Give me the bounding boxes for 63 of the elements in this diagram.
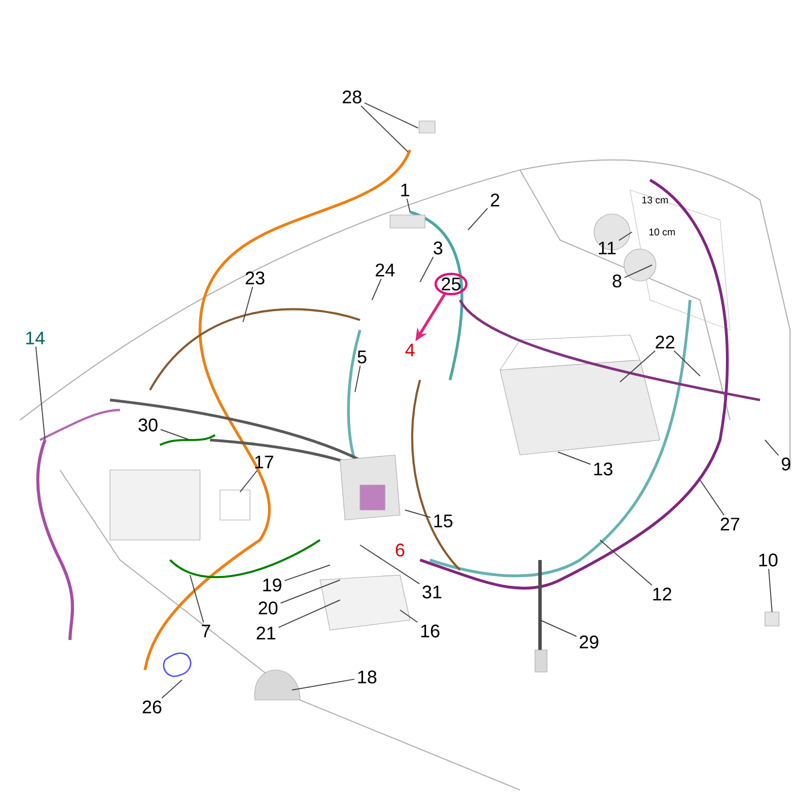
leader-line [406,198,410,212]
callout-number: 13 [594,462,612,476]
leader-line [768,568,772,612]
leader-line [292,678,355,690]
callout-number: 3 [434,242,442,254]
callout-number: 30 [138,418,158,432]
callout-number: 20 [258,602,278,614]
leader-line [700,480,725,516]
leader-line [364,102,418,128]
callout-number: 9 [782,458,790,470]
leader-line [420,256,434,282]
callout-number: 17 [255,456,274,468]
dimension-label: 10 cm [649,228,675,236]
callout-number: 19 [263,578,282,592]
callout-number: 16 [421,624,440,638]
circled-callout-number: 25 [434,272,468,296]
callout-number: 2 [490,194,500,206]
callout-number: 21 [256,626,276,640]
callout-number: 1 [401,184,410,196]
callout-number: 8 [612,274,622,288]
leader-line [404,510,431,518]
callout-number: 23 [246,272,264,284]
callout-number: 26 [142,700,162,714]
leader-line [360,544,420,584]
callout-number: 29 [580,636,598,648]
leader-line [278,600,340,628]
leader-line [240,470,258,492]
callout-number: 10 [759,554,778,566]
callout-number: 6 [396,544,404,556]
leader-line [190,574,204,623]
leader-line [242,286,254,322]
dimension-label: 13 cm [642,196,668,204]
leader-line [400,610,418,623]
leader-line [161,680,182,699]
callout-number: 5 [358,350,366,364]
leader-line [372,278,382,300]
leader-line [764,440,780,456]
callout-number: 27 [720,518,740,530]
leader-line [160,429,190,440]
leader-line [620,350,656,382]
callout-number: 24 [376,264,395,276]
leader-line [558,452,591,465]
leader-line [284,564,330,582]
leader-line [35,346,46,440]
leader-line [354,365,361,392]
callout-number: 11 [598,242,616,254]
leader-line [360,105,408,152]
callout-number: 18 [358,670,376,684]
callout-number: 4 [405,344,415,356]
callout-number: 12 [653,588,672,600]
leader-line [618,232,632,241]
callout-number: 14 [26,332,45,344]
leader-line [674,350,700,376]
leader-line [468,208,488,230]
callout-number: 7 [202,624,210,638]
leader-line [280,580,340,604]
callout-number: 28 [342,90,362,104]
leader-line [600,540,652,586]
leader-line [624,264,652,278]
callout-number: 22 [656,336,674,348]
callout-number: 31 [422,586,442,598]
callout-number: 15 [434,514,452,528]
leader-line [540,620,577,637]
